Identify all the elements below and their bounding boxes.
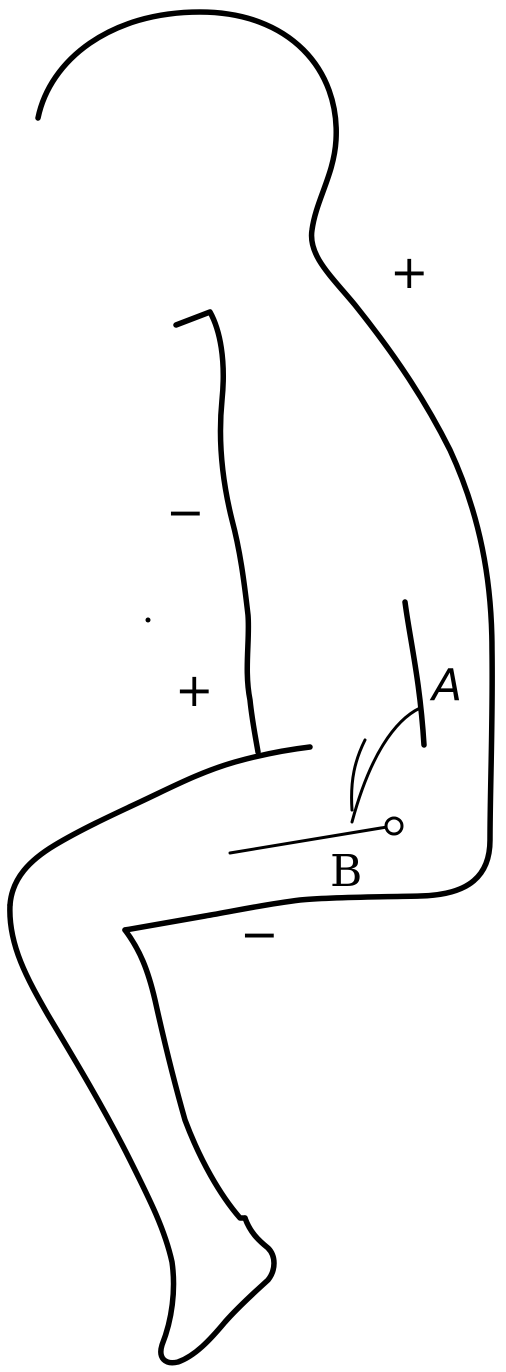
line-a [405,602,424,745]
thigh-top-outline [10,747,310,905]
sign-chest: − [166,485,205,539]
sign-upper-back: + [390,245,429,299]
line-b-terminal-circle [386,818,402,834]
sign-knee: − [240,907,279,961]
label-b: B [330,846,362,897]
stray-dot [146,618,151,623]
line-b [230,827,387,853]
arc-a-to-b [352,708,420,822]
leg-front-outline [10,905,274,1363]
sign-abdomen: + [175,663,214,717]
calf-outline [125,930,245,1218]
head-back-outline [38,12,492,930]
label-a: A [429,660,462,711]
